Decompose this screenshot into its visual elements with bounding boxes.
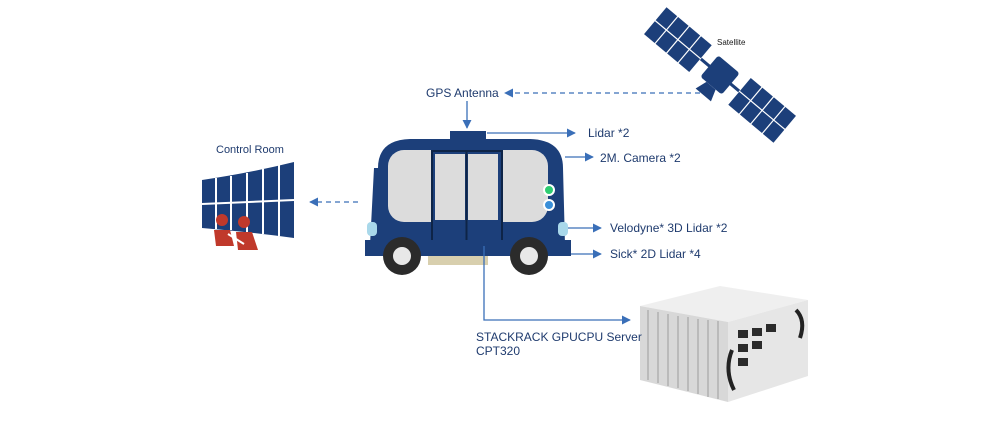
camera-label: 2M. Camera *2 — [600, 151, 681, 165]
server-icon — [640, 286, 808, 402]
control-room-icon — [201, 162, 295, 250]
server-label-line1: STACKRACK GPUCPU Server — [476, 330, 642, 344]
control-room-label: Control Room — [216, 144, 284, 156]
gps-antenna-label: GPS Antenna — [426, 86, 499, 100]
satellite-icon — [642, 5, 798, 145]
sick-label: Sick* 2D Lidar *4 — [610, 247, 701, 261]
server-label-line2: CPT320 — [476, 344, 521, 358]
autonomous-bus-icon — [365, 131, 571, 275]
satellite-label: Satellite — [717, 38, 746, 47]
bus-to-server-arrow — [483, 246, 631, 325]
velodyne-label: Velodyne* 3D Lidar *2 — [610, 221, 728, 235]
lidar-label: Lidar *2 — [588, 126, 630, 140]
